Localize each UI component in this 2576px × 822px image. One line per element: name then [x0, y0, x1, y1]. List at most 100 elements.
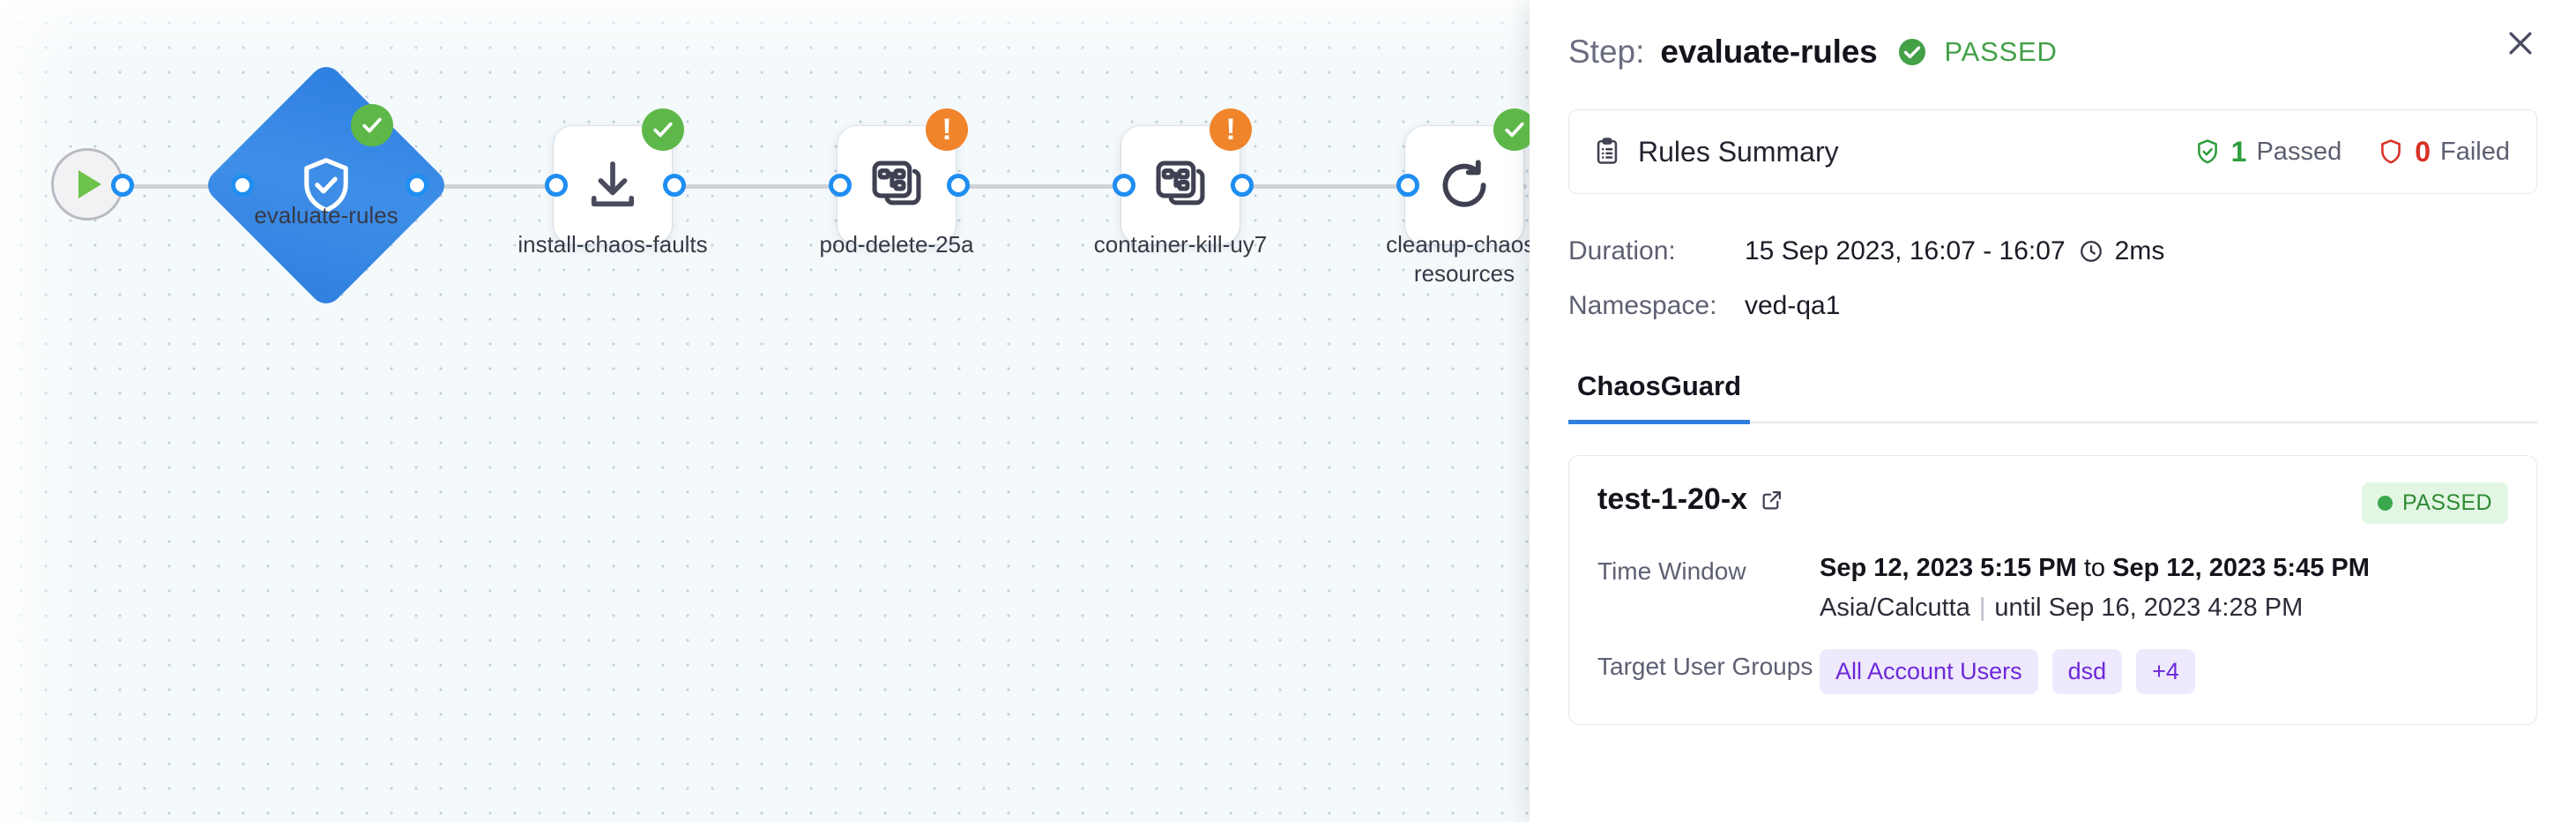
divider: | — [1978, 594, 1986, 622]
time-window-value: Sep 12, 2023 5:15 PM to Sep 12, 2023 5:4… — [1820, 554, 2370, 623]
node-container-kill-uy7[interactable]: ! container-kill-uy7 — [1094, 108, 1267, 258]
node-label-cleanup-chaos-resources: cleanup-chaos-resources — [1386, 231, 1530, 288]
rules-summary-stats: 1 Passed 0 Failed — [2193, 136, 2510, 168]
port-install-in[interactable] — [545, 174, 568, 197]
pipeline-start-node[interactable] — [51, 148, 123, 220]
target-user-groups-label: Target User Groups — [1597, 653, 1813, 680]
pipeline-canvas[interactable]: evaluate-rules install-chaos-faults — [0, 0, 1530, 822]
status-badge-passed — [1493, 108, 1530, 151]
target-user-groups-row: Target User Groups All Account Users dsd… — [1597, 649, 2508, 694]
rules-summary-left: Rules Summary — [1592, 136, 1839, 168]
step-metadata: Duration: 15 Sep 2023, 16:07 - 16:07 2ms… — [1568, 224, 2537, 333]
tab-chaosguard[interactable]: ChaosGuard — [1568, 358, 1751, 424]
rules-failed-count: 0 — [2415, 135, 2431, 168]
status-badge: PASSED — [1944, 36, 2058, 67]
node-install-chaos-faults[interactable]: install-chaos-faults — [517, 108, 708, 258]
clipboard-icon — [1592, 137, 1622, 167]
diamond-shape — [201, 60, 451, 310]
rules-summary-card: Rules Summary 1 Passed — [1568, 109, 2537, 194]
rules-summary-title: Rules Summary — [1638, 135, 1839, 168]
node-label-container-kill-uy7: container-kill-uy7 — [1093, 231, 1268, 258]
rules-failed-stat: 0 Failed — [2377, 136, 2510, 168]
status-badge-passed — [351, 104, 393, 146]
port-pod-delete-in[interactable] — [829, 174, 852, 197]
chaos-fault-icon — [872, 161, 921, 206]
shield-check-icon — [304, 158, 348, 213]
panel-header: Step: evaluate-rules PASSED — [1530, 0, 2576, 71]
port-start-out[interactable] — [111, 174, 134, 197]
namespace-label: Namespace: — [1568, 291, 1717, 320]
duration-elapsed: 2ms — [2114, 236, 2165, 265]
external-link-icon[interactable] — [1760, 488, 1784, 512]
node-evaluate-rules[interactable]: evaluate-rules — [201, 60, 451, 310]
start-circle — [51, 148, 123, 220]
test-name: test-1-20-x — [1597, 482, 1748, 516]
test-name-group: test-1-20-x — [1597, 482, 1784, 517]
duration-row: Duration: 15 Sep 2023, 16:07 - 16:07 2ms — [1568, 224, 2537, 279]
user-group-chip[interactable]: dsd — [2051, 649, 2123, 694]
shield-icon — [2377, 138, 2405, 166]
port-container-kill-out[interactable] — [1231, 174, 1254, 197]
test-status-label: PASSED — [2402, 490, 2492, 515]
node-label-pod-delete-25a: pod-delete-25a — [819, 231, 974, 258]
time-window-label: Time Window — [1597, 557, 1746, 585]
panel-tabs: ChaosGuard — [1568, 358, 2537, 424]
namespace-value: ved-qa1 — [1745, 291, 1841, 320]
page-title: evaluate-rules — [1660, 34, 1878, 70]
step-prefix-label: Step: — [1568, 34, 1645, 70]
time-window-join: to — [2076, 554, 2113, 582]
namespace-row: Namespace: ved-qa1 — [1568, 279, 2537, 333]
clock-icon — [2078, 238, 2104, 265]
status-badge-warning: ! — [1210, 108, 1252, 151]
test-status-badge: PASSED — [2362, 482, 2508, 524]
port-container-kill-in[interactable] — [1113, 174, 1135, 197]
diamond-inner — [238, 97, 414, 273]
step-details-panel: Step: evaluate-rules PASSED — [1530, 0, 2576, 822]
duration-range: 15 Sep 2023, 16:07 - 16:07 — [1745, 236, 2066, 265]
time-window-range: Sep 12, 2023 5:15 PM to Sep 12, 2023 5:4… — [1820, 554, 2370, 583]
play-icon — [78, 170, 101, 198]
exclamation-icon: ! — [942, 113, 952, 146]
port-evaluate-rules-out[interactable] — [406, 174, 428, 197]
node-cleanup-chaos-resources[interactable]: cleanup-chaos-resources — [1386, 108, 1530, 287]
port-evaluate-rules-in[interactable] — [231, 174, 254, 197]
rules-failed-label: Failed — [2440, 137, 2510, 166]
time-window-start: Sep 12, 2023 5:15 PM — [1820, 554, 2077, 582]
check-circle-icon — [1896, 36, 1928, 68]
port-install-out[interactable] — [663, 174, 686, 197]
time-window-sub: Asia/Calcutta | until Sep 16, 2023 4:28 PM — [1820, 594, 2370, 623]
duration-label: Duration: — [1568, 236, 1676, 265]
time-window-end: Sep 12, 2023 5:45 PM — [2112, 554, 2370, 582]
until-label: until Sep 16, 2023 4:28 PM — [1994, 594, 2304, 622]
user-group-overflow-chip[interactable]: +4 — [2136, 649, 2195, 694]
port-cleanup-in[interactable] — [1396, 174, 1419, 197]
node-label-evaluate-rules: evaluate-rules — [254, 202, 398, 228]
check-icon — [653, 122, 673, 138]
exclamation-icon: ! — [1225, 113, 1236, 146]
check-icon — [1505, 122, 1524, 138]
check-icon — [362, 117, 382, 133]
duration-value: 15 Sep 2023, 16:07 - 16:07 2ms — [1745, 236, 2164, 266]
node-pod-delete-25a[interactable]: ! pod-delete-25a — [820, 108, 973, 258]
test-card-header: test-1-20-x PASSED — [1597, 482, 2508, 524]
rules-passed-count: 1 — [2230, 135, 2247, 168]
chaos-fault-icon — [1156, 161, 1205, 206]
user-group-chip[interactable]: All Account Users — [1820, 649, 2038, 694]
chaosguard-test-card: test-1-20-x PASSED Time Window — [1568, 455, 2537, 725]
connector-rail — [116, 184, 1527, 189]
download-icon — [591, 161, 635, 207]
rules-passed-label: Passed — [2256, 137, 2342, 166]
test-card-rows: Time Window Sep 12, 2023 5:15 PM to Sep … — [1597, 554, 2508, 694]
status-badge-passed — [642, 108, 684, 151]
refresh-icon — [1442, 160, 1486, 207]
target-user-groups-chips: All Account Users dsd +4 — [1820, 649, 2195, 694]
status-dot-icon — [2378, 496, 2394, 511]
timezone-label: Asia/Calcutta — [1820, 594, 1970, 622]
port-pod-delete-out[interactable] — [947, 174, 970, 197]
time-window-row: Time Window Sep 12, 2023 5:15 PM to Sep … — [1597, 554, 2508, 623]
close-icon[interactable] — [2497, 19, 2544, 67]
status-badge-warning: ! — [926, 108, 968, 151]
duration-elapsed-group: 2ms — [2078, 236, 2165, 266]
node-label-install-chaos-faults: install-chaos-faults — [517, 231, 708, 258]
